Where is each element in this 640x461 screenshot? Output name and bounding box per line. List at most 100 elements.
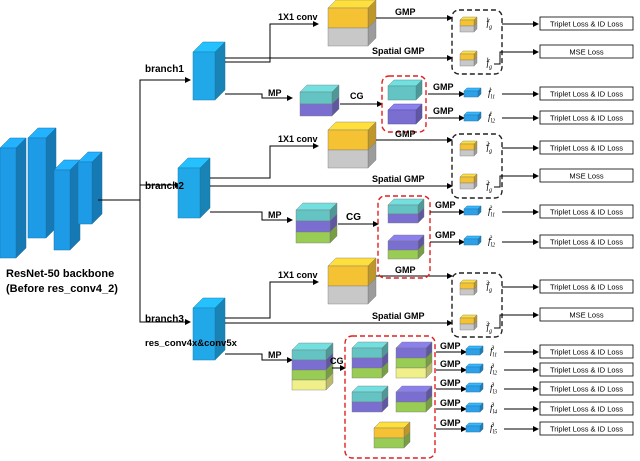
stack-layer [295, 220, 331, 233]
branch2-cg-label: CG [346, 212, 361, 223]
res-conv-label: res_conv4x&conv5x [145, 338, 238, 349]
stack-layer [327, 7, 369, 29]
branch3-mse-line [494, 312, 539, 329]
branch3-part1-feature [465, 345, 484, 356]
stack-layer [459, 176, 475, 184]
loss-box-frame [539, 140, 634, 155]
branch1-conv-feature [327, 0, 377, 47]
branch3-part-2 [395, 341, 433, 379]
stack-layer [459, 182, 475, 190]
branch1-part2-gmp: GMP [433, 106, 454, 116]
box-front [465, 405, 481, 413]
feature-subscript: l4 [493, 409, 498, 416]
stack-layer [387, 240, 419, 251]
loss-box-label: Triplet Loss & ID Loss [550, 20, 623, 29]
backbone-block-1 [0, 137, 27, 259]
branch1-part2-feature [463, 111, 482, 122]
stack-layer [327, 27, 369, 47]
loss-box-frame [539, 204, 634, 219]
branch1-loss-top: Triplet Loss & ID Loss [539, 16, 634, 31]
loss-box-label: MSE Loss [569, 48, 603, 57]
feature-superscript: 1 [489, 112, 492, 118]
feature-superscript: 2 [489, 206, 492, 212]
stack-layer [291, 359, 327, 371]
stack-layer [459, 143, 475, 151]
branch2-part1-gmp: GMP [435, 200, 456, 210]
box-side [91, 151, 103, 225]
stack-layer [327, 129, 369, 151]
branch3-part3-gmp: GMP [440, 378, 461, 388]
trunk-to-branch3 [139, 200, 191, 325]
stack-layer [373, 437, 405, 449]
branch3-part2-gmp: GMP [440, 359, 461, 369]
branch2-part-1 [387, 198, 425, 224]
branch3-loss-mse: MSE Loss [539, 307, 634, 322]
backbone-block-2 [27, 127, 57, 239]
branch1-part2-symbol: fl21 [488, 112, 495, 125]
branch2-conv-feature [327, 121, 377, 169]
branch3-part2-loss: Triplet Loss & ID Loss [539, 362, 634, 377]
branch1-global-feature-b [459, 50, 478, 67]
branch1-spatial-label: Spatial GMP [372, 46, 425, 56]
stack-layer [299, 91, 333, 105]
feature-subscript: l2 [491, 243, 496, 249]
box-front [465, 348, 481, 356]
branch3-mp-label: MP [268, 350, 282, 360]
branch3-part-1 [351, 341, 389, 379]
feature-superscript: 3 [490, 383, 494, 389]
stack-layer [351, 347, 383, 359]
feature-superscript: 3 [490, 346, 494, 352]
stack-layer [351, 357, 383, 369]
stack-top [351, 385, 389, 393]
branch1-part2-loss: Triplet Loss & ID Loss [539, 110, 634, 125]
branch3-cg-group [344, 335, 436, 459]
branch3-part3-symbol: fl33 [490, 383, 497, 396]
branch2-conv-line [210, 143, 319, 179]
box-front [53, 169, 71, 251]
box-front [177, 167, 201, 219]
branch1-loss-mse: MSE Loss [539, 44, 634, 59]
loss-box-frame [539, 344, 634, 359]
branch3-part5-loss: Triplet Loss & ID Loss [539, 421, 634, 436]
stack-layer [459, 53, 475, 61]
branch3-block [192, 297, 226, 361]
feature-superscript: 1 [486, 18, 489, 24]
loss-box-label: Triplet Loss & ID Loss [550, 238, 623, 247]
backbone-label-line2: (Before res_conv4_2) [6, 283, 118, 295]
branch1-part-1 [387, 79, 423, 101]
branch2-part2-feature [463, 235, 482, 246]
stack-top [327, 257, 377, 267]
loss-box-frame [539, 16, 634, 31]
feature-superscript: 1 [489, 88, 492, 94]
box-side [214, 297, 226, 361]
stack-top [387, 234, 425, 242]
branch1-conv-label: 1X1 conv [278, 12, 318, 22]
feature-subscript: g [489, 149, 492, 155]
loss-box-frame [539, 44, 634, 59]
branch2-global-feature-a [459, 140, 478, 157]
branch3-conv-label: 1X1 conv [278, 270, 318, 280]
branch3-part1-loss: Triplet Loss & ID Loss [539, 344, 634, 359]
stack-layer [459, 282, 475, 290]
loss-box-label: Triplet Loss & ID Loss [550, 114, 623, 123]
feature-subscript: g [489, 25, 492, 31]
branch2-spatial-label: Spatial GMP [372, 174, 425, 184]
branch3-part4-loss: Triplet Loss & ID Loss [539, 401, 634, 416]
box-front [463, 238, 479, 246]
branch3-part2-feature [465, 363, 484, 374]
loss-box-frame [539, 362, 634, 377]
branch1-feature-g-top: fg1 [486, 18, 492, 31]
branch3-part-5 [373, 421, 411, 449]
branch1-cg-label: CG [350, 91, 364, 101]
branch2-part2-loss: Triplet Loss & ID Loss [539, 234, 634, 249]
branch1-mp-feature [299, 84, 340, 117]
backbone-block-4 [77, 151, 103, 225]
feature-superscript: 2 [489, 236, 492, 242]
branch2-block [177, 157, 211, 219]
stack-layer [387, 249, 419, 260]
box-front [465, 425, 481, 433]
feature-subscript: l1 [491, 95, 496, 101]
loss-box-frame [539, 401, 634, 416]
stack-layer [459, 323, 475, 331]
stack-layer [387, 213, 419, 224]
